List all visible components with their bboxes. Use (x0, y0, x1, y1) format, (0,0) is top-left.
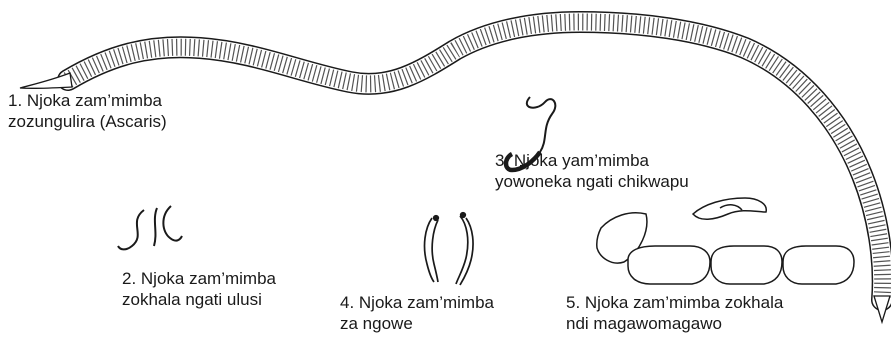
hookworm-icon (425, 213, 474, 285)
label-threadworm: 2. Njoka zam’mimba zokhala ngati ulusi (122, 268, 276, 310)
label-tapeworm-line1: 5. Njoka zam’mimba zokhala (566, 292, 783, 313)
label-whipworm-line2: yowoneka ngati chikwapu (495, 171, 689, 192)
label-hookworm-line2: za ngowe (340, 313, 494, 334)
label-roundworm-line1: 1. Njoka zam’mimba (8, 90, 167, 111)
tapeworm-segments-icon (597, 198, 854, 284)
label-threadworm-line1: 2. Njoka zam’mimba (122, 268, 276, 289)
label-hookworm: 4. Njoka zam’mimba za ngowe (340, 292, 494, 334)
threadworm-icon (118, 206, 182, 249)
label-whipworm: 3. Njoka yam’mimba yowoneka ngati chikwa… (495, 150, 689, 192)
label-roundworm: 1. Njoka zam’mimba zozungulira (Ascaris) (8, 90, 167, 132)
label-threadworm-line2: zokhala ngati ulusi (122, 289, 276, 310)
label-tapeworm: 5. Njoka zam’mimba zokhala ndi magawomag… (566, 292, 783, 334)
label-roundworm-line2: zozungulira (Ascaris) (8, 111, 167, 132)
label-tapeworm-line2: ndi magawomagawo (566, 313, 783, 334)
label-hookworm-line1: 4. Njoka zam’mimba (340, 292, 494, 313)
label-whipworm-line1: 3. Njoka yam’mimba (495, 150, 689, 171)
